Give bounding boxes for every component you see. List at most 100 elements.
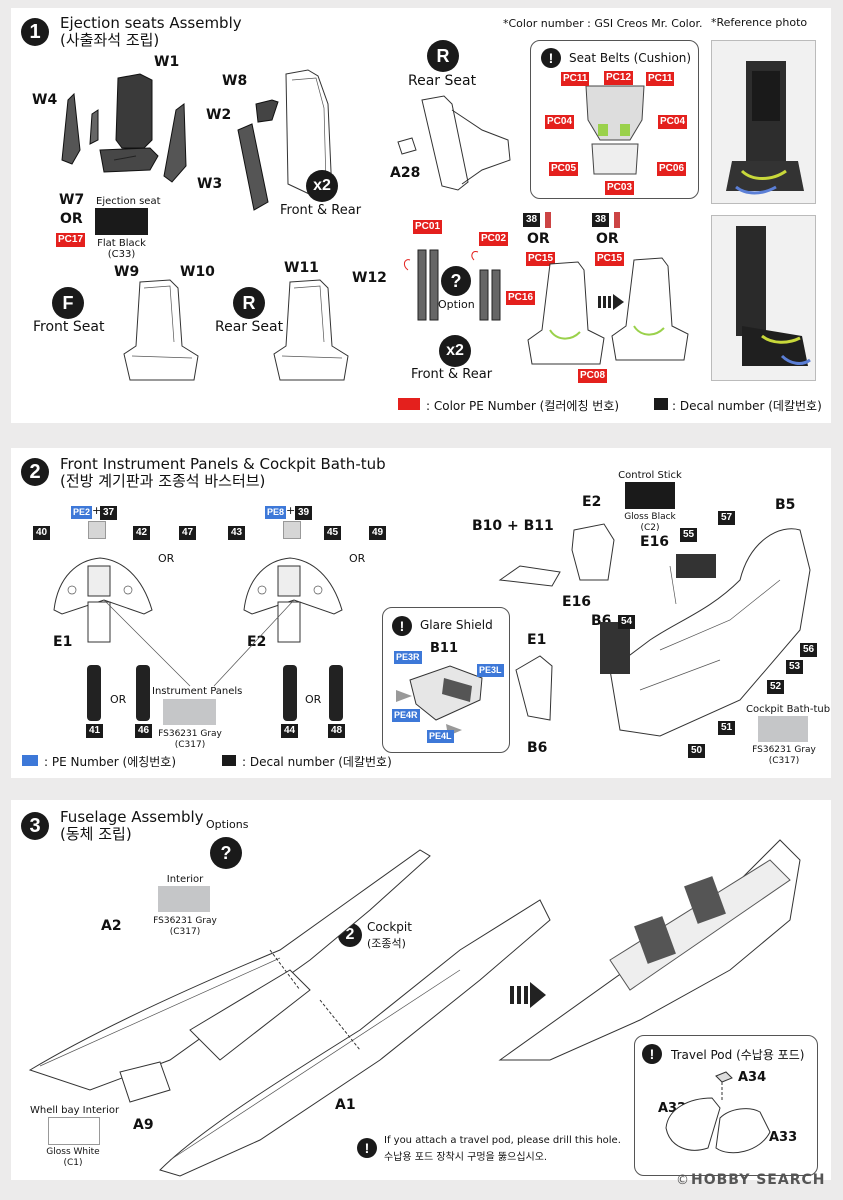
decal-48: 48: [328, 724, 346, 738]
step2-number: 2: [21, 458, 49, 486]
instrument-gray-swatch: [163, 699, 216, 725]
seat-frame-drawing: [237, 69, 333, 211]
pc15-label-b: PC15: [595, 252, 625, 266]
legend-pe: : PE Number (에칭번호): [44, 755, 177, 769]
bathtub-label: Cockpit Bath-tub: [746, 704, 831, 715]
or-w7: OR: [60, 211, 83, 227]
decal-56: 56: [800, 643, 818, 657]
front-rear-option-label: Front & Rear: [411, 367, 493, 382]
x2-badge-option: x2: [439, 335, 471, 367]
legend-decal-2: : Decal number (데칼번호): [242, 755, 392, 769]
decal-37: 37: [100, 506, 118, 520]
decal-53: 53: [786, 660, 804, 674]
rear-seat-badge: R: [427, 40, 459, 72]
seatbelt-pc11-right: PC11: [646, 72, 675, 86]
option-question-badge: ?: [441, 266, 471, 296]
seat-belts-drawing: [585, 85, 645, 175]
decal-52: 52: [767, 680, 785, 694]
instrument-gray-label: FS36231 Gray: [158, 729, 222, 739]
part-e2-panel: E2: [247, 634, 267, 650]
pe4l-label: PE4L: [427, 730, 454, 743]
fuselage-assembled-drawing: [498, 839, 801, 1061]
bathtub-gray-label: FS36231 Gray: [752, 745, 816, 755]
travel-pod-note-icon: !: [642, 1044, 662, 1064]
options-label: Options: [206, 818, 249, 831]
control-stick-label: Control Stick: [618, 470, 682, 481]
seatbelt-pc04-right: PC04: [658, 115, 688, 129]
part-a9: A9: [133, 1117, 154, 1133]
pe2-plus: +: [92, 504, 102, 517]
cockpit-label-ko: (조종석): [367, 937, 406, 950]
interior-gray-label: FS36231 Gray: [153, 916, 217, 926]
rear-seat-badge-2: R: [233, 287, 265, 319]
step1-title: Ejection seats Assembly: [60, 14, 242, 32]
decal-44: 44: [281, 724, 299, 738]
part-w10: W10: [180, 264, 215, 280]
travel-pod-drawing: [665, 1071, 771, 1154]
decal-57: 57: [718, 511, 736, 525]
legend-decal: : Decal number (데칼번호): [672, 399, 822, 413]
decal-54: 54: [618, 615, 636, 629]
interior-gray-swatch: [158, 886, 210, 912]
step2-title-ko: (전방 계기판과 조종석 바스터브): [60, 472, 266, 490]
decal-43: 43: [228, 526, 246, 540]
decal-47: 47: [179, 526, 197, 540]
bathtub-drawing: [498, 523, 811, 737]
instrument-panels-label: Instrument Panels: [152, 686, 243, 697]
cockpit-label: Cockpit: [367, 920, 412, 934]
red-pad-a: [545, 212, 551, 228]
part-a28: A28: [390, 165, 421, 181]
legend-red-swatch: [398, 398, 420, 410]
reference-photo-1: [711, 40, 816, 204]
glare-shield-title: Glare Shield: [420, 618, 493, 632]
rear-seat-finished-drawing: [273, 279, 349, 381]
step1-number: 1: [21, 18, 49, 46]
or-42-47: OR: [158, 552, 175, 565]
reference-photo-2-image: [736, 226, 811, 366]
seatbelt-pc12: PC12: [604, 71, 634, 85]
step2-title: Front Instrument Panels & Cockpit Bath-t…: [60, 455, 386, 473]
instrument-gray-code: (C317): [174, 740, 206, 750]
step3-number: 3: [21, 812, 49, 840]
part-w12: W12: [352, 270, 387, 286]
pe2-gray-panel: [88, 521, 106, 539]
part-e1-panel: E1: [53, 634, 73, 650]
part-w11: W11: [284, 260, 319, 276]
part-w8: W8: [222, 73, 248, 89]
gloss-black-code: (C2): [640, 523, 660, 533]
step3-title-ko: (동체 조립): [60, 825, 132, 843]
glare-shield-part: B11: [430, 641, 458, 656]
instrument-panel-e2-drawing: [243, 557, 343, 643]
front-seat-badge: F: [52, 287, 84, 319]
red-pad-b: [614, 212, 620, 228]
bathtub-gray-swatch: [758, 716, 808, 742]
interior-label: Interior: [166, 874, 204, 885]
reference-photo-1-image: [726, 61, 804, 195]
decal-49: 49: [369, 526, 387, 540]
bathtub-gray-code: (C317): [768, 756, 800, 766]
part-b10-b11: B10 + B11: [472, 518, 554, 534]
legend-decal-swatch: [654, 398, 668, 410]
option-label: Option: [438, 298, 475, 311]
decal-51: 51: [718, 721, 736, 735]
flat-black-code: (C33): [107, 249, 136, 260]
color-number-note: *Color number : GSI Creos Mr. Color.: [503, 17, 703, 30]
watermark-copyright: ©: [676, 1173, 689, 1188]
drill-note-en: If you attach a travel pod, please drill…: [384, 1135, 621, 1146]
interior-gray-code: (C317): [169, 927, 201, 937]
glare-shield-note-icon: !: [392, 616, 412, 636]
arrow-right-icon: [598, 294, 624, 310]
legend-pe-swatch: [22, 755, 38, 766]
decal-42: 42: [133, 526, 151, 540]
seatbelt-pc05: PC05: [549, 162, 579, 176]
or-45-49: OR: [349, 552, 366, 565]
drill-note-ko: 수납용 포드 장착시 구멍을 뚫으십시오.: [384, 1152, 548, 1163]
part-w2: W2: [206, 107, 232, 123]
pe3l-label: PE3L: [477, 664, 504, 677]
pc15-label-a: PC15: [526, 252, 556, 266]
or-38-b: OR: [596, 231, 619, 247]
watermark: HOBBY SEARCH: [691, 1172, 826, 1188]
ejection-seat-parts-drawing: [61, 73, 187, 183]
front-rear-label: Front & Rear: [280, 203, 362, 218]
